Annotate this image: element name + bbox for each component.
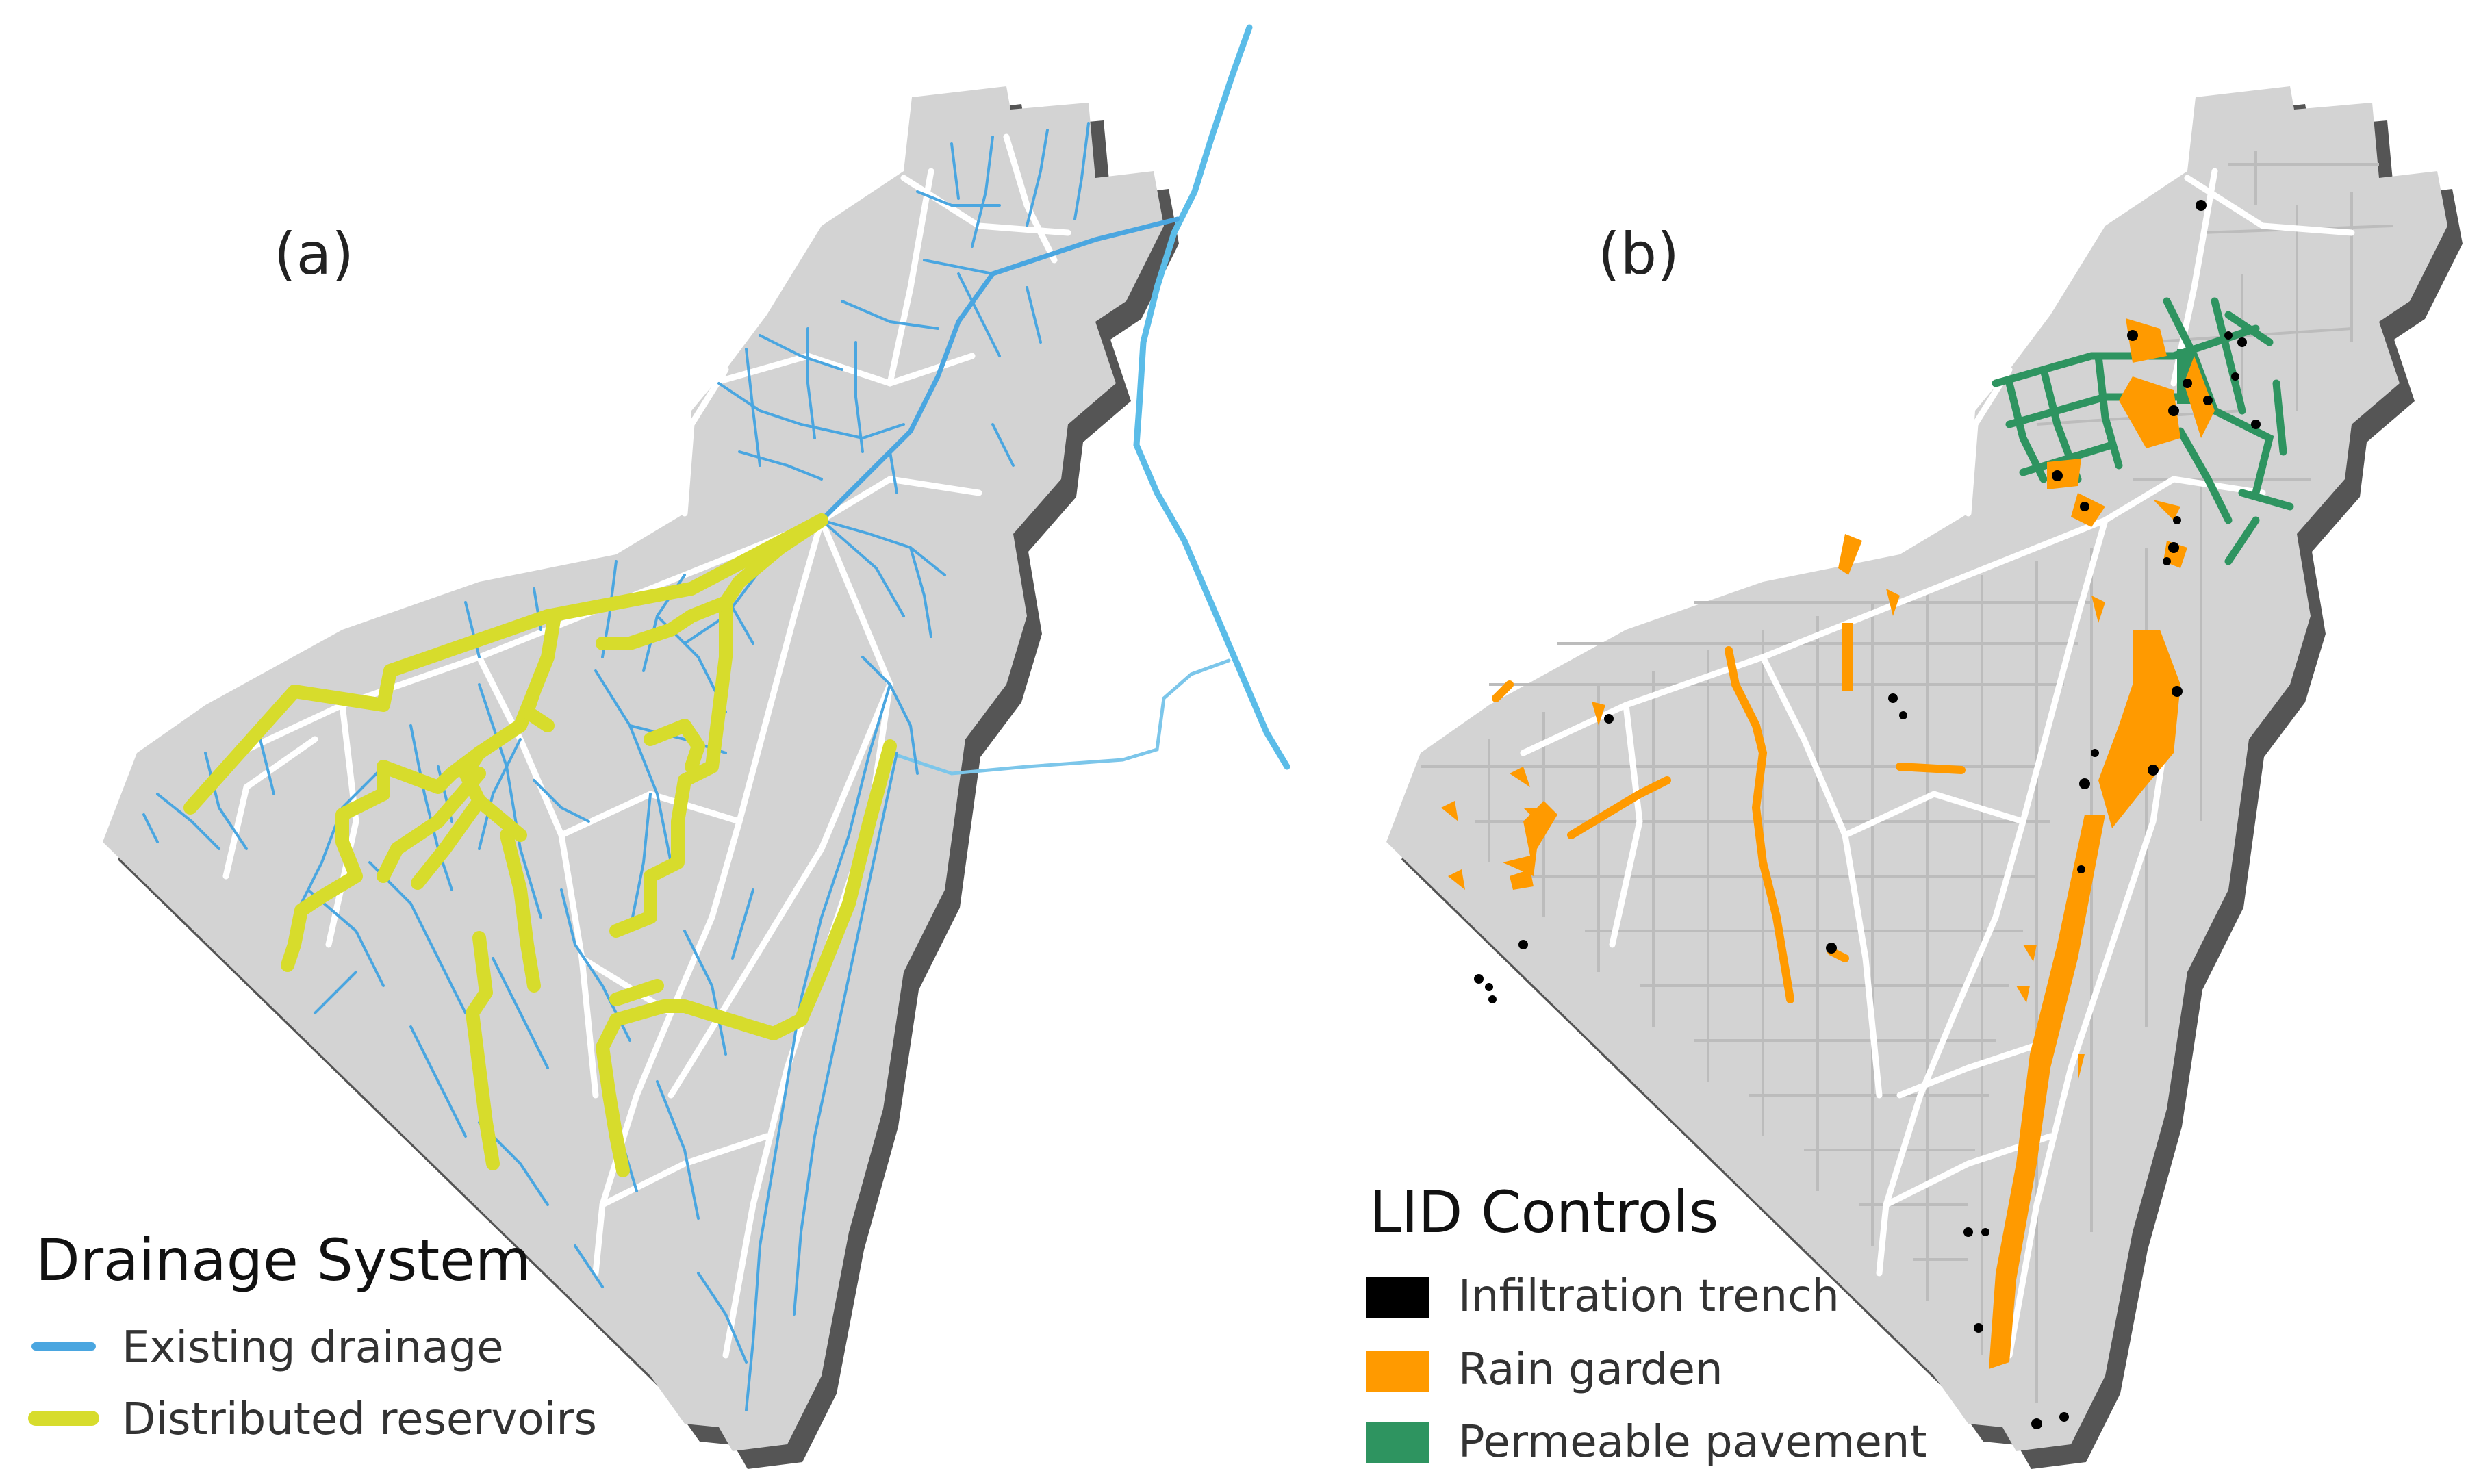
legend-drainage-system: Drainage System Existing drainage Distri…	[28, 1227, 597, 1445]
panel-b-label: (b)	[1598, 220, 1679, 287]
legend-b-title: LID Controls	[1369, 1179, 1718, 1246]
legend-b-item-permeable-pavement: Permeable pavement	[1458, 1417, 1927, 1468]
rain-garden-block	[1842, 623, 1853, 691]
existing-drainage-network	[142, 122, 1180, 1411]
legend-a-item-distributed-reservoirs: Distributed reservoirs	[122, 1394, 597, 1445]
rain-gardens	[1441, 318, 2215, 1369]
permeable-pavement-swatch	[1366, 1422, 1429, 1463]
panel-a-map: (a) Drainage System Existing drainage Di…	[28, 24, 1290, 1469]
street-grid-b	[1421, 151, 2393, 1403]
legend-lid-controls: LID Controls Infiltration trench Rain ga…	[1366, 1179, 1927, 1468]
legend-a-item-existing-drainage: Existing drainage	[122, 1322, 504, 1373]
panel-a-label: (a)	[274, 220, 354, 287]
legend-a-title: Drainage System	[36, 1227, 531, 1294]
panel-b-map: (b)	[1386, 86, 2463, 1469]
legend-b-item-infiltration-trench: Infiltration trench	[1458, 1271, 1840, 1322]
river-a	[888, 24, 1290, 776]
legend-b-item-rain-garden: Rain garden	[1458, 1344, 1723, 1395]
infiltration-trenches	[1474, 200, 2261, 1429]
permeable-pavement	[1992, 297, 2294, 565]
rain-garden-swatch	[1366, 1351, 1429, 1392]
distributed-reservoirs	[183, 513, 897, 1177]
infiltration-trench-swatch	[1366, 1277, 1429, 1318]
